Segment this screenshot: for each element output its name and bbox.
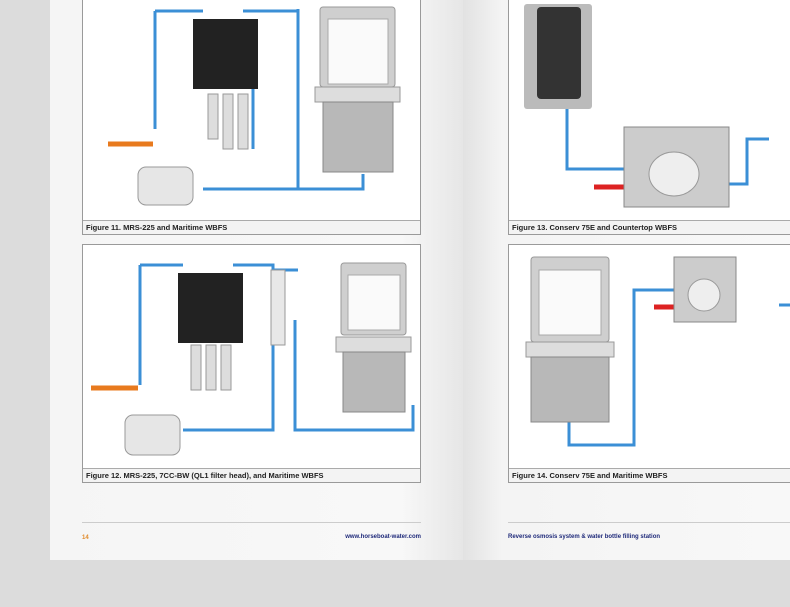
figure-caption: Figure 13. Conserv 75E and Countertop WB… <box>509 220 790 234</box>
right-page: Figure 13. Conserv 75E and Countertop WB… <box>463 0 790 560</box>
figure-caption: Figure 11. MRS-225 and Maritime WBFS <box>83 220 420 234</box>
footer-title: Reverse osmosis system & water bottle fi… <box>508 534 661 540</box>
conserv75e-maritime-diagram <box>525 256 790 447</box>
mrs225-7cc-maritime-diagram <box>91 262 415 456</box>
footer-divider <box>82 522 421 523</box>
figure-14: Figure 14. Conserv 75E and Maritime WBFS <box>508 244 790 483</box>
figure-12: Figure 12. MRS-225, 7CC-BW (QL1 filter h… <box>82 244 421 483</box>
conserv75e-countertop-diagram <box>524 4 769 208</box>
figure-caption: Figure 12. MRS-225, 7CC-BW (QL1 filter h… <box>83 468 420 482</box>
figure-11: Figure 11. MRS-225 and Maritime WBFS <box>82 0 421 235</box>
page-number: 14 <box>82 535 89 541</box>
left-page: Figure 11. MRS-225 and Maritime WBFS Fig… <box>50 0 463 560</box>
footer-url: www.horseboat-water.com <box>345 534 421 540</box>
figure-caption: Figure 14. Conserv 75E and Maritime WBFS <box>509 468 790 482</box>
footer-divider <box>508 522 790 523</box>
figure-13: Figure 13. Conserv 75E and Countertop WB… <box>508 0 790 235</box>
mrs225-maritime-diagram <box>108 6 401 206</box>
